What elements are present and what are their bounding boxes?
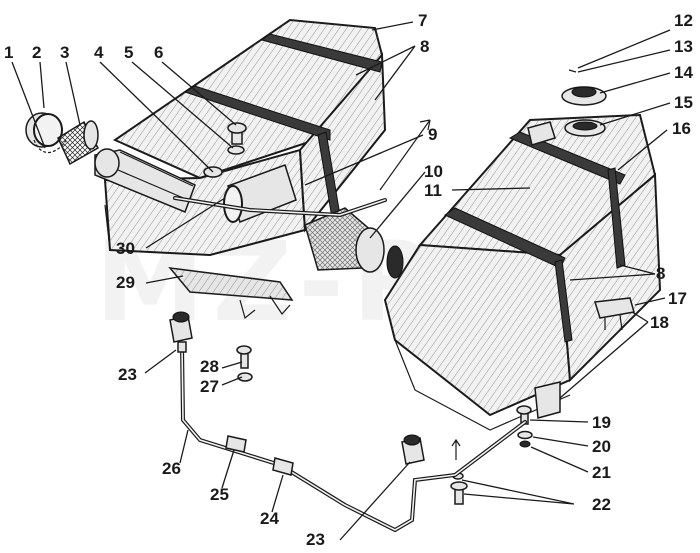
tank-bracket-right xyxy=(534,297,635,419)
callout-20: 20 xyxy=(592,437,611,456)
callout-6: 6 xyxy=(154,43,163,62)
pipe-clips xyxy=(225,435,294,476)
callout-18: 18 xyxy=(650,313,669,332)
callout-30: 30 xyxy=(116,239,135,258)
callout-12: 12 xyxy=(674,11,693,30)
callout-23-lower: 23 xyxy=(306,530,325,549)
callout-11: 11 xyxy=(424,181,442,200)
callout-26: 26 xyxy=(162,459,181,478)
callout-15: 15 xyxy=(674,93,693,112)
callout-24: 24 xyxy=(260,509,279,528)
bolt-and-washer xyxy=(236,345,253,382)
callout-8-lower: 8 xyxy=(656,264,665,283)
mounting-bracket xyxy=(168,267,294,320)
filler-cap xyxy=(25,112,67,154)
callout-17: 17 xyxy=(668,289,687,308)
left-fuel-tank xyxy=(94,18,387,257)
callout-7: 7 xyxy=(418,11,427,30)
callout-2: 2 xyxy=(32,43,41,62)
fasteners xyxy=(450,405,533,505)
fuel-tap-upper xyxy=(169,311,193,353)
callout-16: 16 xyxy=(672,119,691,138)
callout-21: 21 xyxy=(592,463,611,482)
strainer xyxy=(57,120,100,166)
callout-25: 25 xyxy=(210,485,229,504)
callout-27: 27 xyxy=(200,377,219,396)
callout-29: 29 xyxy=(116,273,135,292)
callout-14: 14 xyxy=(674,63,693,82)
callout-28: 28 xyxy=(200,357,219,376)
fuel-tap-lower xyxy=(401,434,425,465)
callout-23-upper: 23 xyxy=(118,365,137,384)
callout-4: 4 xyxy=(94,43,104,62)
callout-labels: 1 2 3 4 5 6 7 8 9 10 11 12 13 14 15 16 8… xyxy=(4,11,693,549)
callout-5: 5 xyxy=(124,43,133,62)
callout-3: 3 xyxy=(60,43,69,62)
callout-9: 9 xyxy=(428,125,437,144)
filler-cap-assembly xyxy=(561,69,607,137)
callout-19: 19 xyxy=(592,413,611,432)
callout-10: 10 xyxy=(424,162,443,181)
leader-lines xyxy=(11,21,671,541)
callout-22: 22 xyxy=(592,495,611,514)
callout-8-upper: 8 xyxy=(420,37,429,56)
callout-13: 13 xyxy=(674,37,693,56)
callout-1: 1 xyxy=(4,43,13,62)
